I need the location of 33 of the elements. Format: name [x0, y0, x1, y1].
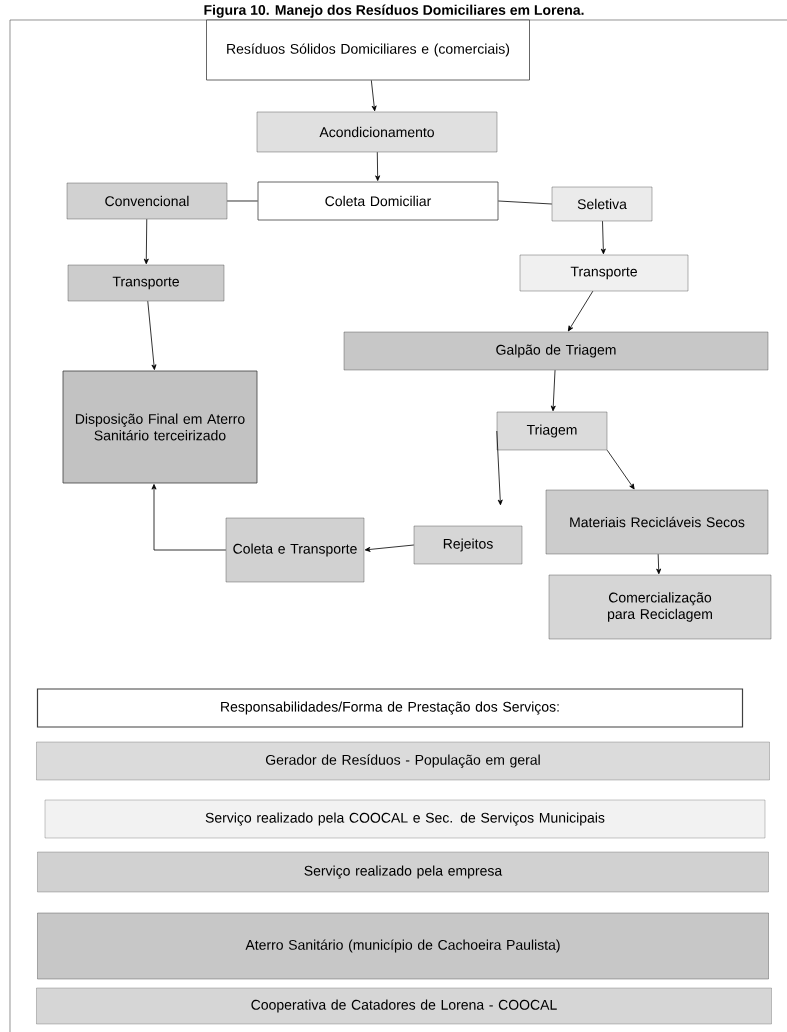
arrow: [496, 430, 503, 506]
arrow: [151, 484, 227, 551]
arrow: [606, 449, 635, 490]
process-box: Aterro Sanitário (município de Cachoeira Paulista): [37, 912, 769, 980]
process-box: Galpão de Triagem: [343, 331, 769, 371]
process-box: Serviço realizado pela empresa: [37, 851, 769, 893]
arrow: [375, 151, 381, 181]
process-box: Transporte: [519, 254, 689, 292]
process-box: Coleta e Transporte: [225, 517, 365, 583]
process-box: Gerador de Resíduos - População em geral: [36, 741, 770, 781]
process-box: Acondicionamento: [256, 111, 498, 153]
process-box: Transporte: [67, 264, 225, 302]
process-box: Resíduos Sólidos Domiciliares e (comerciais): [206, 19, 530, 81]
title: Figura 10. Manejo dos Resíduos Domiciliares em Lorena.: [204, 4, 584, 18]
process-box: Convencional: [66, 182, 228, 220]
process-box: Coleta Domiciliar: [257, 181, 499, 221]
process-box: Serviço realizado pela COOCAL e Sec. de Serviços Municipais: [44, 799, 766, 839]
process-box: Cooperativa de Catadores de Lorena - COOCAL: [36, 987, 772, 1025]
arrow: [567, 290, 594, 332]
arrow: [147, 300, 157, 370]
arrow: [600, 220, 606, 255]
process-box: Disposição Final em Aterro Sanitário terceirizado: [62, 370, 258, 484]
process-box: Comercialização para Reciclagem: [548, 574, 772, 640]
arrow: [656, 553, 662, 575]
process-box: Triagem: [496, 411, 608, 451]
arrow: [143, 218, 149, 265]
process-box: Rejeitos: [413, 525, 523, 565]
header-box: Responsabilidades/Forma de Prestação dos Serviços:: [36, 688, 744, 728]
process-box: Materiais Recicláveis Secos: [545, 489, 769, 555]
arrow: [364, 544, 415, 552]
process-box: Seletiva: [551, 186, 653, 222]
arrow: [370, 80, 377, 112]
arrow: [550, 369, 556, 412]
